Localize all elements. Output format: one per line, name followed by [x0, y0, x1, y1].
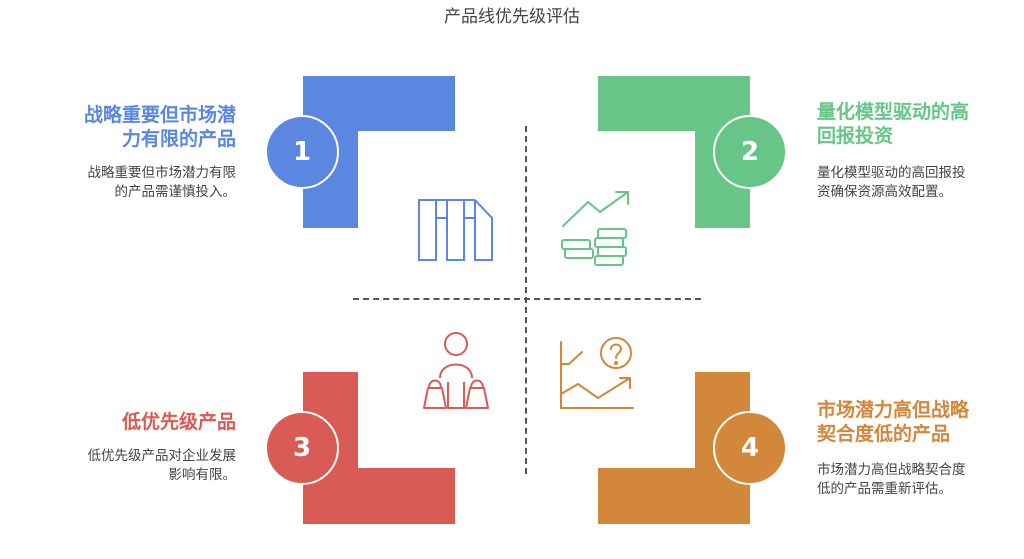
quadrant-2-desc-line1: 量化模型驱动的高回报投	[817, 165, 966, 181]
quadrant-2-description: 量化模型驱动的高回报投 资确保资源高效配置。	[817, 164, 1017, 202]
bar-columns-icon	[418, 199, 493, 261]
quadrant-1-heading-line2: 力有限的产品	[121, 128, 236, 150]
quadrant-3-desc-line2: 影响有限。	[168, 467, 237, 483]
chart-question-icon	[560, 337, 634, 409]
quadrant-2-heading-line2: 回报投资	[817, 125, 894, 147]
vertical-axis-divider	[525, 126, 527, 474]
quadrant-3-heading-line1: 低优先级产品	[121, 411, 236, 433]
quadrant-1-description: 战略重要但市场潜力有限 的产品需谨慎投入。	[30, 164, 237, 202]
quadrant-4-desc-line1: 市场潜力高但战略契合度	[817, 462, 966, 478]
quadrant-1-number-badge: 1	[265, 115, 339, 189]
quadrant-3-number-badge: 3	[265, 411, 339, 485]
quadrant-2-heading-line1: 量化模型驱动的高	[817, 101, 970, 123]
quadrant-3-shape-bottom	[303, 468, 455, 524]
quadrant-1-heading-line1: 战略重要但市场潜	[83, 104, 236, 126]
quadrant-3-desc-line1: 低优先级产品对企业发展	[87, 448, 237, 464]
shopper-bags-icon	[423, 332, 489, 409]
quadrant-2-number-badge: 2	[713, 115, 787, 189]
quadrant-2-heading: 量化模型驱动的高 回报投资	[817, 100, 1017, 148]
quadrant-4-number-badge: 4	[713, 411, 787, 485]
quadrant-1-desc-line2: 的产品需谨慎投入。	[114, 184, 237, 200]
coins-growth-icon	[561, 191, 629, 266]
quadrant-4-description: 市场潜力高但战略契合度 低的产品需重新评估。	[817, 461, 1017, 499]
quadrant-4-shape-bottom	[598, 468, 750, 524]
quadrant-4-heading: 市场潜力高但战略 契合度低的产品	[817, 398, 1017, 446]
quadrant-2-desc-line2: 资确保资源高效配置。	[817, 184, 952, 200]
quadrant-1-desc-line1: 战略重要但市场潜力有限	[87, 165, 237, 181]
quadrant-4-heading-line1: 市场潜力高但战略	[817, 399, 970, 421]
quadrant-4-heading-line2: 契合度低的产品	[817, 423, 951, 445]
horizontal-axis-divider	[353, 298, 701, 300]
quadrant-4-desc-line2: 低的产品需重新评估。	[817, 481, 952, 497]
quadrant-3-heading: 低优先级产品	[40, 410, 236, 434]
quadrant-3-description: 低优先级产品对企业发展 影响有限。	[30, 447, 237, 485]
quadrant-1-heading: 战略重要但市场潜 力有限的产品	[40, 103, 236, 151]
diagram-title: 产品线优先级评估	[444, 7, 580, 27]
